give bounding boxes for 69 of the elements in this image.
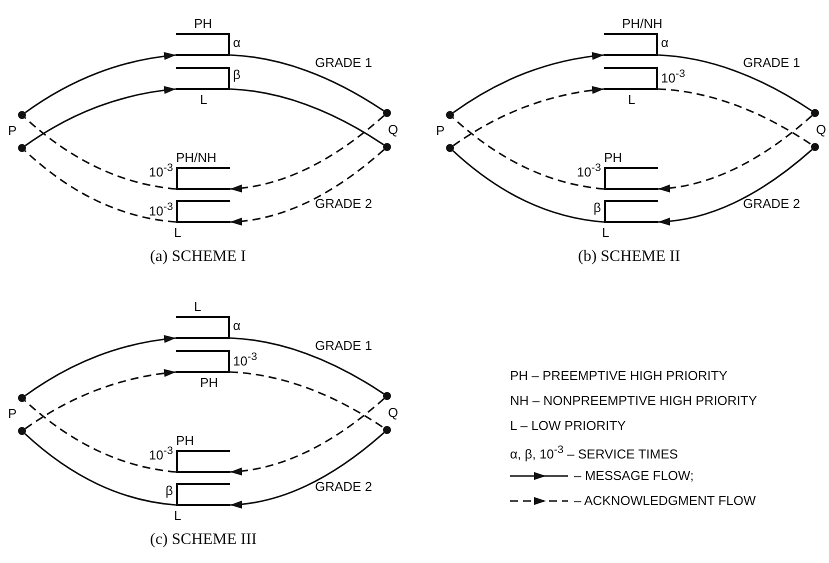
grade-label: GRADE 1 [743,55,800,70]
grade-label: GRADE 1 [315,55,372,70]
service-time-label: 10$^{-3}$ [661,67,686,86]
priority-label: L [602,225,610,240]
arrow [230,432,385,508]
priority-label: PH [604,150,622,165]
grade-label: GRADE 2 [315,479,372,494]
grade-label: GRADE 2 [315,196,372,211]
service-time-label: β [594,200,601,215]
service-time-label: 10$^{-3}$ [576,161,601,180]
service-time-label: α [233,318,241,333]
arrow [24,86,176,146]
junction-dot [446,144,454,152]
legend-note: NH – NONPREEMPTIVE HIGH PRIORITY [510,393,758,408]
junction-dot [18,394,26,402]
grade-label: GRADE 1 [315,338,372,353]
service-time-label: α [661,35,669,50]
legend-note: PH – PREEMPTIVE HIGH PRIORITY [510,368,728,383]
junction-dot [383,143,391,151]
terminal-label: P [436,123,445,138]
dashed-arrow [230,115,385,192]
caption: (b) SCHEME II [578,248,680,266]
priority-label: L [174,225,182,240]
dashed-arrow [658,115,813,192]
dashed-arrow [230,149,385,226]
service-time-label: β [166,483,173,498]
legend-text: – ACKNOWLEDGMENT FLOW [574,493,756,508]
priority-label: PH [176,433,194,448]
terminal-label: Q [388,122,398,137]
legend-note: L – LOW PRIORITY [510,418,626,433]
dashed-arrow [452,86,604,146]
terminal-label: P [8,406,17,421]
junction-dot [18,427,26,435]
priority-label: L [194,299,202,314]
legend-text: – MESSAGE FLOW; [574,468,694,483]
service-time-label: 10$^{-3}$ [148,200,173,218]
terminal-label: P [8,123,17,138]
arrow [24,335,176,396]
terminal-label: Q [816,122,826,137]
service-time-label: β [233,67,240,82]
junction-dot [811,109,819,117]
priority-label: PH [200,375,218,390]
priority-label: PH/NH [176,150,216,165]
priority-label: PH/NH [622,16,662,31]
caption: (c) SCHEME III [150,531,257,549]
junction-dot [18,144,26,152]
legend-note: α, β, 10$^{-3}$ – SERVICE TIMES [510,443,678,462]
dashed-arrow [24,369,176,430]
grade-label: GRADE 2 [743,196,800,211]
arrow [658,149,813,226]
junction-dot [383,109,391,117]
junction-dot [811,143,819,151]
priority-label: L [200,92,208,107]
service-time-label: 10$^{-3}$ [233,350,258,368]
junction-dot [383,426,391,434]
service-time-label: α [233,35,241,50]
service-time-label: 10$^{-3}$ [148,444,173,462]
junction-dot [383,392,391,400]
priority-label: PH [194,16,212,31]
arrow [452,52,604,114]
junction-dot [18,111,26,119]
junction-dot [446,111,454,119]
priority-label: L [628,92,636,107]
caption: (a) SCHEME I [150,248,246,266]
dashed-arrow [230,398,385,476]
terminal-label: Q [388,405,398,420]
arrow [24,52,176,114]
priority-label: L [174,508,182,523]
service-time-label: 10$^{-3}$ [148,161,173,180]
